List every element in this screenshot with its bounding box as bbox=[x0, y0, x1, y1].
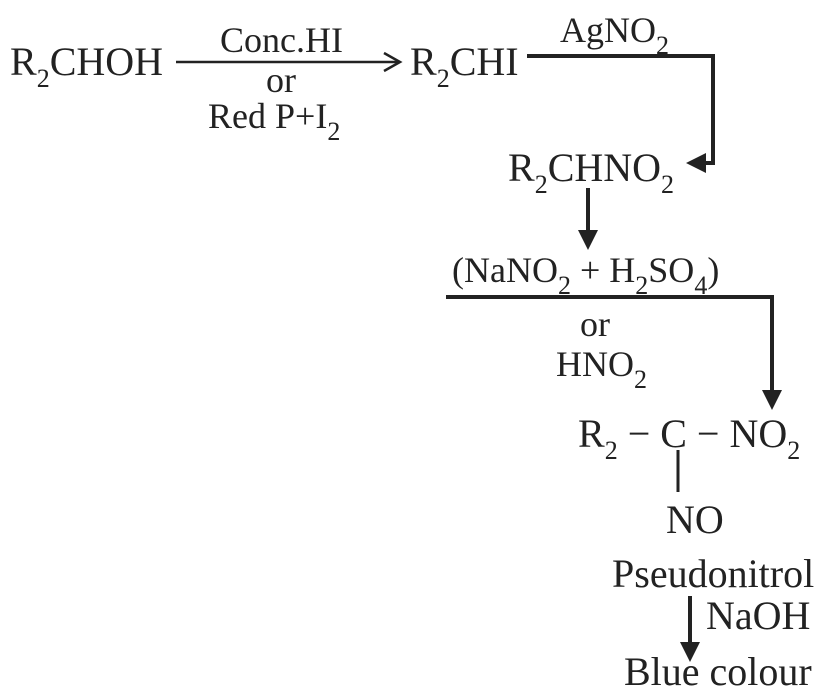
step1-reagent-top: Conc.HI bbox=[220, 20, 343, 60]
step2-reagent: AgNO2 bbox=[560, 10, 669, 60]
pseudonitrol-formula: R2 − C − NO2 bbox=[578, 411, 801, 465]
step4-reagent: NaOH bbox=[706, 593, 811, 638]
step3-or: or bbox=[580, 304, 610, 344]
product-name: Pseudonitrol bbox=[612, 551, 815, 596]
step4-arrow bbox=[680, 596, 700, 662]
step1-arrow bbox=[176, 51, 403, 73]
alcohol-formula: R2CHOH bbox=[10, 39, 164, 93]
step1-or: or bbox=[266, 60, 296, 100]
step1-reagent-bottom: Red P+I2 bbox=[208, 96, 341, 146]
nitroalkane-formula: R2CHNO2 bbox=[508, 145, 675, 199]
iodide-formula: R2CHI bbox=[410, 39, 519, 93]
step3-down-arrow bbox=[578, 188, 598, 250]
step2-arrow bbox=[527, 54, 715, 173]
nitroso-group: NO bbox=[666, 497, 724, 542]
result-text: Blue colour bbox=[624, 649, 812, 694]
step3-arrow bbox=[446, 295, 782, 410]
step3-alt-reagent: HNO2 bbox=[556, 344, 647, 394]
step3-reagent: (NaNO2 + H2SO4) bbox=[452, 250, 720, 300]
